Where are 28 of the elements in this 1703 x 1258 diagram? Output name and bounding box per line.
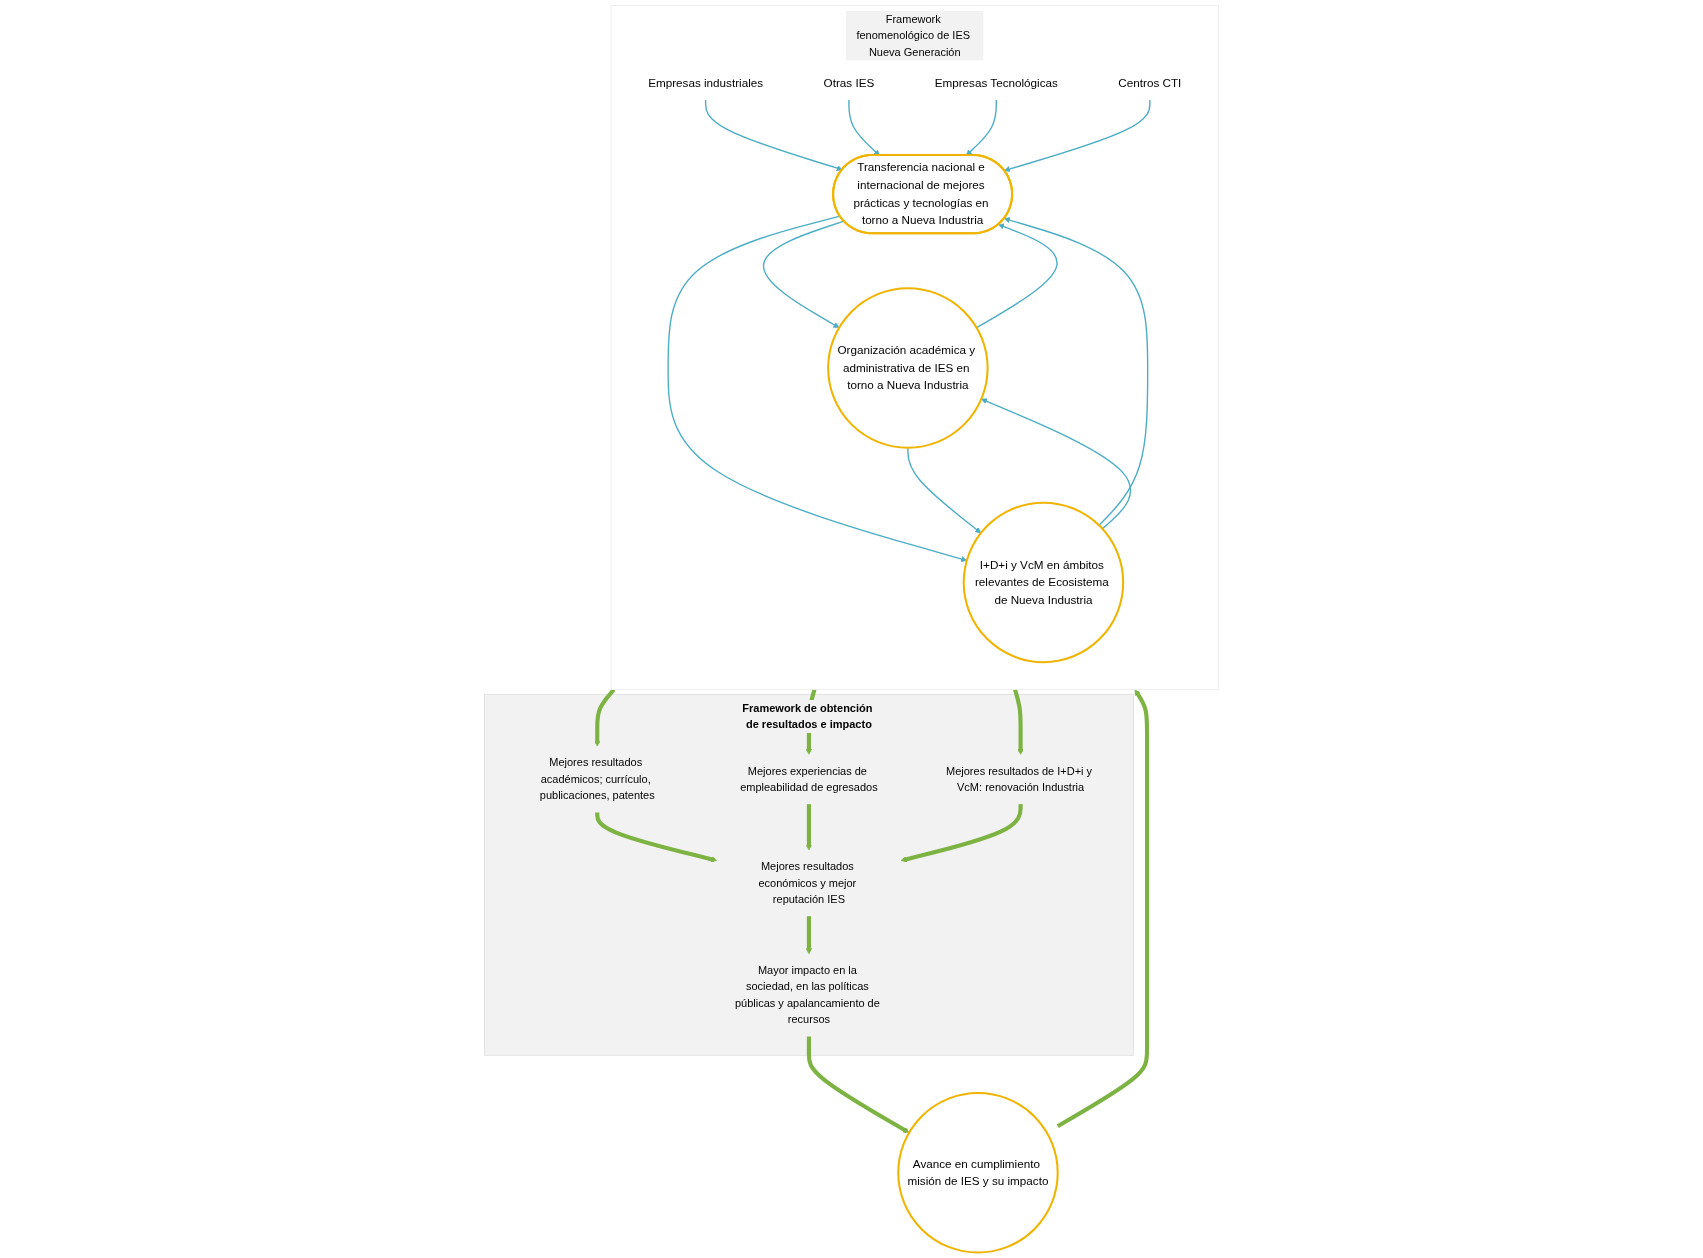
node-text: Mejores resultados económicos y mejor reputación IES: [758, 860, 857, 906]
arrow: [805, 916, 812, 955]
arrow: [907, 447, 982, 534]
node-text: Mejores resultados académicos; currículo, publicaciones, patentes: [539, 756, 655, 802]
node-circle: Avance en cumplimiento misión de IES y su impacto: [897, 1092, 1059, 1254]
arrow: [1013, 689, 1024, 755]
arrow: [762, 220, 845, 328]
node-text: Otras IES: [823, 76, 875, 90]
node-text: Empresas Tecnológicas: [934, 76, 1058, 90]
arrow: [667, 215, 968, 562]
arrow: [900, 804, 1023, 863]
node-text: Mejores experiencias de empleabilidad de egresados: [740, 764, 878, 794]
arrow: [1003, 217, 1149, 526]
node-circle: Organización académica y administrativa de IES en torno a Nueva Industria: [827, 287, 989, 449]
arrow: [805, 804, 812, 851]
arrow: [595, 812, 718, 863]
arrow: [981, 398, 1132, 530]
node-text: Empresas industriales: [648, 76, 764, 90]
node-text: Mayor impacto en la sociedad, en las políticas públicas y apalancamiento de recursos: [734, 964, 880, 1026]
node-circle: I+D+i y VcM en ámbitos relevantes de Ecosistema de Nueva Industria: [962, 501, 1125, 664]
arrow: [975, 223, 1058, 329]
arrow: [594, 688, 616, 747]
arrow: [1056, 689, 1150, 1129]
arrow: [806, 1036, 910, 1133]
node-text: Mejores resultados de I+D+i y VcM: renovación Industria: [946, 764, 1093, 794]
arrow: [704, 99, 843, 171]
node-text: Centros CTI: [1118, 76, 1182, 90]
arrow: [1004, 99, 1151, 172]
